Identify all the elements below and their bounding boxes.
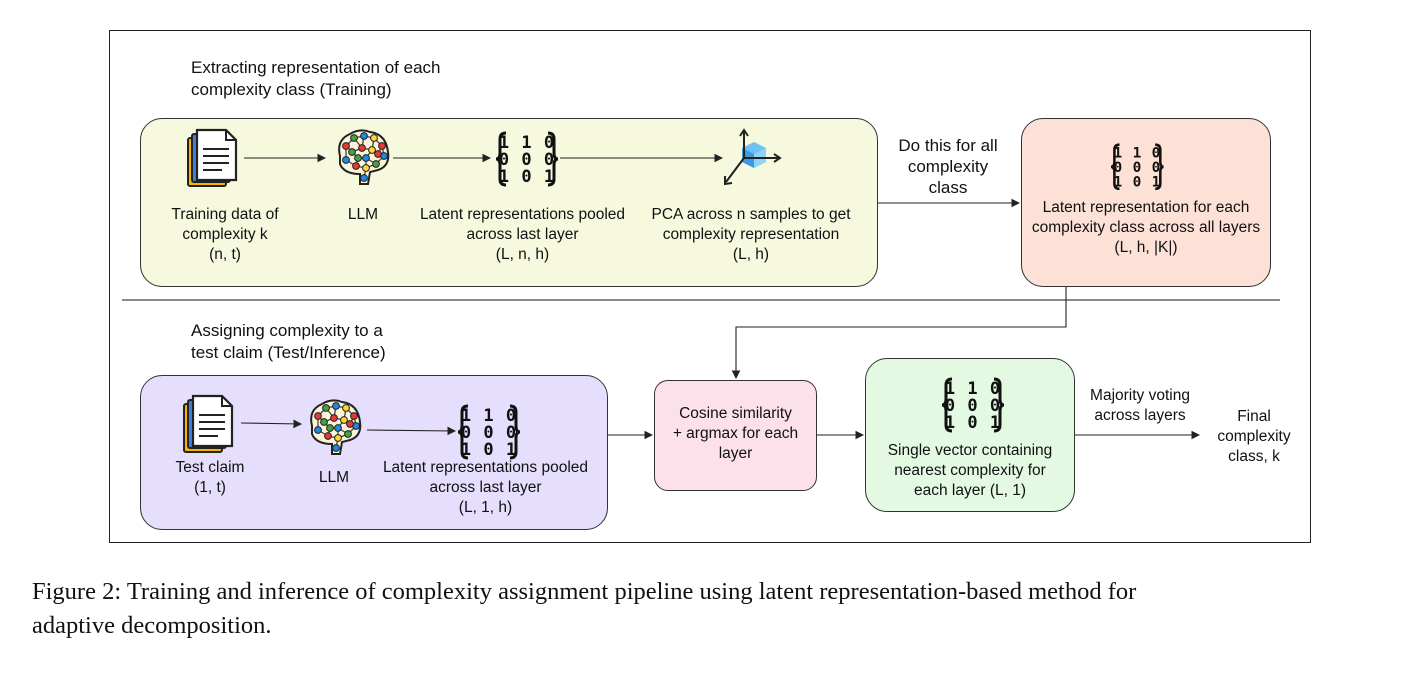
arrow-class-to-cosine	[731, 287, 1067, 380]
brain-network-icon	[338, 129, 390, 185]
matrix-row: 1 0 1	[945, 413, 1001, 433]
class-representation-label: Latent representation for each complexit…	[1031, 199, 1261, 256]
majority-voting-label: Majority voting across layers	[1090, 387, 1190, 424]
pca-label: PCA across n samples to get complexity r…	[651, 206, 851, 263]
latent-representation-label: Latent representations pooled across las…	[382, 459, 589, 516]
matrix-row: 0 0 0	[499, 150, 555, 170]
pca-axes-icon	[724, 128, 782, 186]
latent-representation-label: Latent representations pooled across las…	[419, 206, 626, 263]
test-claim-label: Test claim (1, t)	[175, 459, 245, 496]
arrow-llm-to-latent-test	[366, 426, 457, 436]
cosine-similarity-box	[654, 380, 817, 491]
final-class-label: Final complexity class, k	[1217, 408, 1291, 465]
matrix-row: 1 0 1	[499, 167, 555, 187]
matrix-row: 1 0 1	[1113, 174, 1161, 190]
matrix-row: 1 1 0	[499, 133, 555, 153]
matrix-row: 1 1 0	[1113, 145, 1161, 161]
matrix-row: 0 0 0	[1113, 160, 1161, 176]
class-representation-box	[1021, 118, 1271, 287]
matrix-row: 1 1 0	[945, 379, 1001, 399]
training-data-label: Training data of complexity k (n, t)	[171, 206, 279, 263]
figure-caption: Figure 2: Training and inference of comp…	[32, 578, 1137, 639]
llm-label: LLM	[347, 206, 379, 223]
matrix-row: 0 0 0	[461, 423, 517, 443]
document-stack-icon	[183, 394, 234, 453]
matrix-row: 1 0 1	[461, 440, 517, 460]
arrow-claim-to-llm	[240, 419, 303, 429]
cosine-similarity-label: Cosine similarity + argmax for each laye…	[672, 405, 799, 462]
single-vector-label: Single vector containing nearest complex…	[887, 442, 1053, 499]
single-vector-box	[865, 358, 1075, 512]
document-stack-icon	[187, 128, 238, 187]
matrix-row: 0 0 0	[945, 396, 1001, 416]
training-section-title: Extracting representation of each comple…	[191, 58, 441, 99]
matrix-row: 1 1 0	[461, 406, 517, 426]
repeat-note: Do this for all complexity class	[898, 136, 998, 197]
inference-section-title: Assigning complexity to a test claim (Te…	[191, 321, 386, 362]
figure-frame	[109, 30, 1311, 543]
brain-network-icon	[310, 399, 362, 455]
llm-label: LLM	[318, 469, 350, 486]
